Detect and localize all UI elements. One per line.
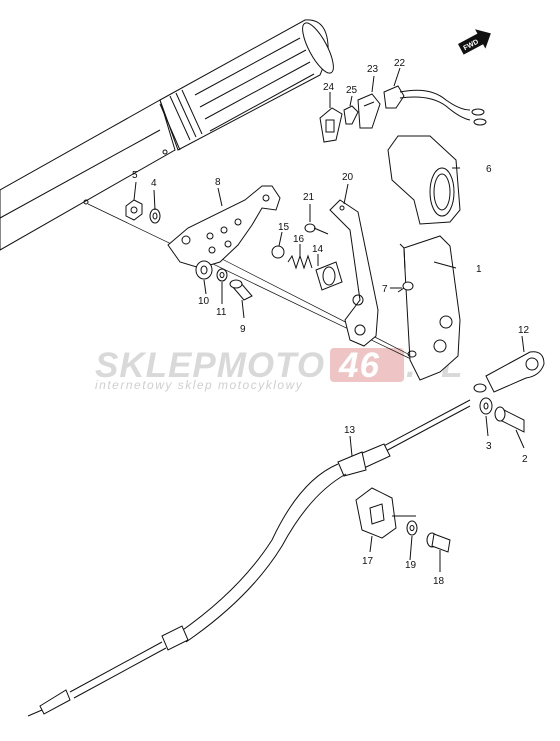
bolt-part-9 bbox=[229, 279, 253, 301]
spring-part-16 bbox=[287, 254, 313, 270]
callout-16: 16 bbox=[293, 234, 305, 245]
callout-20: 20 bbox=[342, 172, 354, 183]
watermark-brand-right: 46 bbox=[338, 346, 380, 385]
callout-5: 5 bbox=[132, 170, 138, 181]
callout-23: 23 bbox=[367, 64, 379, 75]
nut-part-5 bbox=[125, 199, 143, 221]
cable-part-13 bbox=[27, 399, 471, 717]
screw-part-7 bbox=[397, 281, 414, 293]
bolt-part-2 bbox=[494, 406, 525, 433]
cable-end-part-12 bbox=[473, 351, 545, 393]
grip-cover-part-6 bbox=[387, 135, 461, 225]
screw-part-21 bbox=[304, 223, 329, 235]
pin-part-14 bbox=[315, 261, 343, 291]
watermark: SKLEPMOTO 46 .PL internetowy sklep motoc… bbox=[95, 346, 462, 392]
bolt-part-18 bbox=[426, 532, 451, 553]
callout-21: 21 bbox=[303, 192, 315, 203]
callout-22: 22 bbox=[394, 58, 406, 69]
watermark-brand-left: SKLEPMOTO bbox=[95, 346, 325, 385]
washer-part-4 bbox=[149, 208, 161, 224]
callout-14: 14 bbox=[312, 244, 324, 255]
callout-9: 9 bbox=[240, 324, 246, 335]
callout-6: 6 bbox=[486, 164, 492, 175]
switch-part-22 bbox=[383, 85, 487, 126]
cover-part-24 bbox=[319, 107, 343, 143]
callout-4: 4 bbox=[151, 178, 157, 189]
callout-25: 25 bbox=[346, 85, 358, 96]
callout-3: 3 bbox=[486, 441, 492, 452]
callout-8: 8 bbox=[215, 177, 221, 188]
bracket-part-20 bbox=[329, 199, 379, 347]
callout-1: 1 bbox=[476, 264, 482, 275]
washer-part-19 bbox=[406, 520, 418, 536]
bracket-plate-part-8 bbox=[167, 185, 281, 269]
callout-15: 15 bbox=[278, 222, 290, 233]
callout-10: 10 bbox=[198, 296, 210, 307]
fwd-badge: FWD bbox=[458, 29, 491, 55]
callout-18: 18 bbox=[433, 576, 445, 587]
callout-7: 7 bbox=[382, 284, 388, 295]
collar-part-10 bbox=[195, 260, 213, 280]
watermark-badge bbox=[330, 348, 404, 382]
switch-part-25 bbox=[343, 105, 359, 125]
callout-labels: 5 4 8 15 16 14 21 20 1 7 6 24 25 23 22 1… bbox=[132, 58, 530, 587]
callout-17: 17 bbox=[362, 556, 374, 567]
watermark-tagline: internetowy sklep motocyklowy bbox=[95, 378, 303, 392]
tiller-handle bbox=[0, 19, 334, 251]
washer-part-3 bbox=[479, 397, 493, 415]
washer-part-11 bbox=[216, 268, 228, 282]
callout-24: 24 bbox=[323, 82, 335, 93]
callout-19: 19 bbox=[405, 560, 417, 571]
switch-part-23 bbox=[357, 93, 381, 129]
callout-11: 11 bbox=[216, 307, 227, 318]
callout-2: 2 bbox=[522, 454, 528, 465]
callout-13: 13 bbox=[344, 425, 356, 436]
callout-12: 12 bbox=[518, 325, 530, 336]
ball-part-15 bbox=[271, 245, 285, 259]
leader-lines bbox=[133, 67, 525, 572]
clip-part-17 bbox=[355, 487, 416, 539]
